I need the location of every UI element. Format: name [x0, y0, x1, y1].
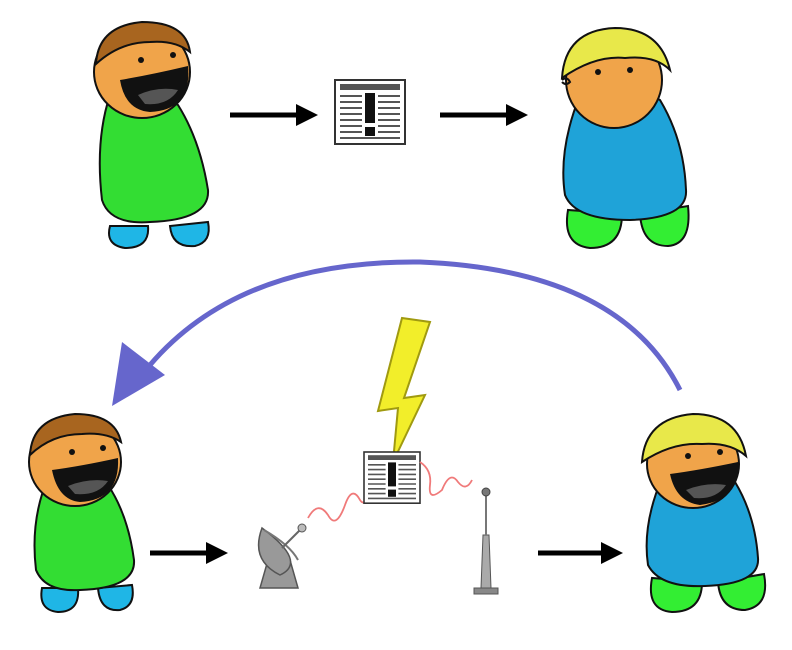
satellite-dish-icon	[257, 523, 307, 589]
lightning-bolt-icon	[376, 316, 432, 463]
bottom-message-newspaper-icon	[363, 451, 421, 505]
radio-antenna-icon	[473, 487, 499, 595]
top-arrow-1	[230, 104, 318, 126]
bottom-arrow-1	[150, 542, 228, 564]
top-message-newspaper-icon	[334, 79, 406, 145]
top-arrow-2	[440, 104, 528, 126]
signal-wave-left	[307, 492, 369, 522]
bottom-arrow-2	[538, 542, 623, 564]
top-receiver-boy-icon	[560, 26, 690, 250]
top-sender-boy-icon	[93, 20, 210, 250]
curved-feedback-arrow-icon	[112, 259, 683, 406]
bottom-sender-boy-icon	[28, 412, 136, 614]
bottom-receiver-boy-icon	[640, 412, 767, 614]
signal-wave-right	[419, 461, 473, 496]
